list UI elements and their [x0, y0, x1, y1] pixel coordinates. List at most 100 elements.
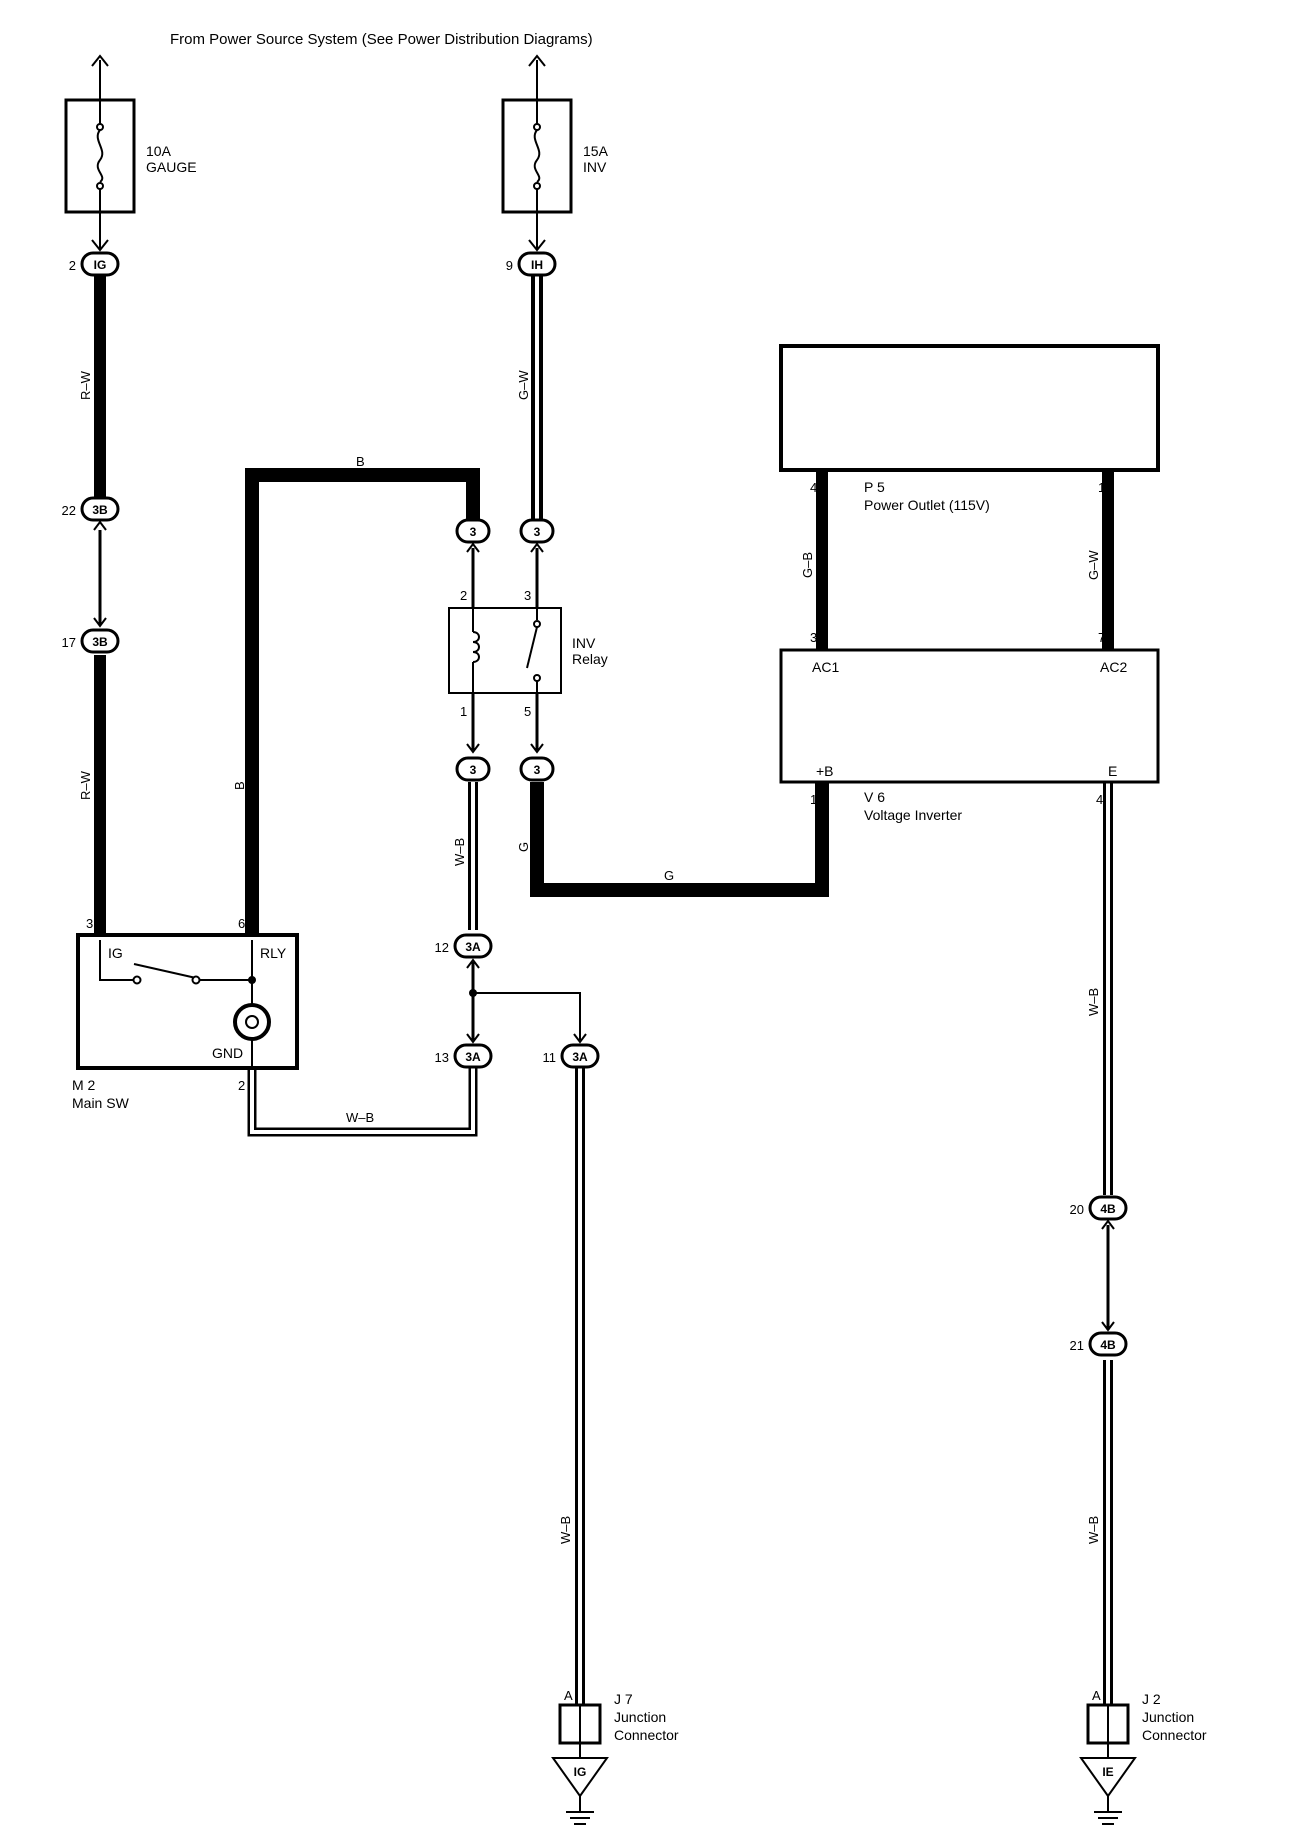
wire-g: [530, 782, 829, 897]
inverter-pin-ac1: 3: [810, 630, 817, 645]
inv-relay: 2 3 1 5 INV Relay: [448, 588, 608, 719]
junction-line1: Junction: [614, 1709, 666, 1725]
source-note: From Power Source System (See Power Dist…: [170, 31, 593, 48]
wire-label-wb-j2: W–B: [1086, 1516, 1101, 1544]
connector-3a-13: 3A 13: [435, 1033, 493, 1069]
connector-code: 3A: [465, 940, 481, 954]
relay-name: Relay: [572, 651, 608, 667]
fuse-element-icon: [533, 129, 541, 183]
fuse-name: GAUGE: [146, 159, 197, 175]
wire-label-wb-relay: W–B: [452, 838, 467, 866]
connector-pin: 11: [543, 1050, 557, 1065]
outlet-pin-left: 4: [810, 480, 817, 495]
connector-relay-bot-left: 3: [455, 743, 491, 782]
power-outlet: 4 1 P 5 Power Outlet (115V): [779, 344, 1160, 513]
inverter-body: [779, 648, 1160, 784]
wire-wb-main-inner: [250, 1068, 475, 1134]
wire-label-g-horiz: G: [664, 868, 674, 883]
junction-pin: A: [1092, 1688, 1101, 1703]
main-switch-name: Main SW: [72, 1095, 130, 1111]
wire-label-gw-outlet: G–W: [1086, 550, 1101, 580]
main-switch-label-ig: IG: [108, 945, 123, 961]
fuse-name: INV: [583, 159, 607, 175]
ground-code: IG: [574, 1765, 587, 1779]
relay-switch-icon: [526, 626, 538, 669]
wire-label-wb-j7: W–B: [558, 1516, 573, 1544]
connector-code: 3B: [92, 635, 108, 649]
connector-4b-21: 4B 21: [1070, 1321, 1128, 1357]
connector-pin: 9: [506, 258, 513, 273]
inverter-label-ac1: AC1: [812, 659, 839, 675]
connector-pin: 20: [1070, 1202, 1084, 1217]
main-switch: 3 6 IG RLY GND 2 M 2 Main SW: [72, 916, 299, 1111]
ground-code: IE: [1102, 1765, 1113, 1779]
connector-code: 4B: [1100, 1338, 1116, 1352]
connector-relay-top-right: 3: [519, 518, 555, 553]
wire-label-b-side: B: [232, 781, 247, 790]
connector-pin: 21: [1070, 1338, 1084, 1353]
relay-pin-tr: 3: [524, 588, 531, 603]
relay-pin-br: 5: [524, 704, 531, 719]
connector-pin: 12: [435, 940, 449, 955]
connector-code: 3B: [92, 503, 108, 517]
relay-pin-bl: 1: [460, 704, 467, 719]
feed-arrow-icon: [91, 54, 109, 67]
connector-3a-12: 3A 12: [435, 933, 493, 969]
connector-ih: IH 9: [506, 251, 557, 277]
main-switch-label-gnd: GND: [212, 1045, 243, 1061]
inverter-label-b: +B: [816, 763, 834, 779]
inverter-id: V 6: [864, 789, 885, 805]
junction-id: J 2: [1142, 1691, 1161, 1707]
connector-code: 3: [534, 763, 541, 777]
junction-line1: Junction: [1142, 1709, 1194, 1725]
indicator-lamp-icon: [233, 1003, 271, 1041]
inverter-pin-ac2: 7: [1098, 630, 1105, 645]
voltage-inverter: 3 7 AC1 AC2 +B E 1 4 V 6 Voltage Inverte…: [779, 630, 1160, 823]
junction-j7: A IG J 7 Junction Connector: [551, 1688, 679, 1825]
connector-code: 3A: [572, 1050, 588, 1064]
connector-pin: 2: [69, 258, 76, 273]
wire-label-wb-main: W–B: [346, 1110, 374, 1125]
splice-dot: [469, 989, 477, 997]
wire-b: [245, 468, 480, 935]
junction-id: J 7: [614, 1691, 633, 1707]
outlet-pin-right: 1: [1098, 480, 1105, 495]
fuse-rating: 15A: [583, 143, 609, 159]
fuse-gauge: 10A GAUGE: [64, 54, 197, 252]
main-switch-pin-gnd: 2: [238, 1078, 245, 1093]
fuse-inv: 15A INV: [501, 54, 609, 252]
connector-code: 3: [534, 525, 541, 539]
junction-line2: Connector: [1142, 1727, 1207, 1743]
wire-label-rw-upper: R–W: [78, 370, 93, 400]
wire-label-rw-lower: R–W: [78, 770, 93, 800]
inverter-pin-b: 1: [810, 792, 817, 807]
relay-pin-tl: 2: [460, 588, 467, 603]
connector-pin: 17: [62, 635, 76, 650]
connector-3b-17: 3B 17: [62, 617, 120, 654]
junction-line2: Connector: [614, 1727, 679, 1743]
connector-4b-20: 4B 20: [1070, 1195, 1128, 1230]
wire-label-g-vert: G: [516, 842, 531, 852]
main-switch-pin-rly: 6: [238, 916, 245, 931]
junction-j2: A IE J 2 Junction Connector: [1079, 1688, 1207, 1825]
feed-arrow-icon: [528, 54, 546, 67]
connector-relay-bot-right: 3: [519, 743, 555, 782]
wire-label-gw-ih: G–W: [516, 370, 531, 400]
connector-relay-top-left: 3: [455, 518, 491, 553]
connector-code: 4B: [1100, 1202, 1116, 1216]
outlet-id: P 5: [864, 479, 885, 495]
fuse-rating: 10A: [146, 143, 172, 159]
relay-body: [448, 607, 562, 694]
relay-name: INV: [572, 635, 596, 651]
connector-code: 3: [470, 763, 477, 777]
junction-pin: A: [564, 1688, 573, 1703]
inverter-label-e: E: [1108, 763, 1117, 779]
connector-code: IH: [531, 258, 543, 272]
wire-branch-11: [473, 992, 581, 1040]
ground-point-icon: [551, 1757, 609, 1798]
wire-label-wb-inverter: W–B: [1086, 988, 1101, 1016]
connector-ig: IG 2: [69, 251, 120, 277]
main-switch-pin-ig: 3: [86, 916, 93, 931]
wire-label-b-top: B: [356, 454, 365, 469]
